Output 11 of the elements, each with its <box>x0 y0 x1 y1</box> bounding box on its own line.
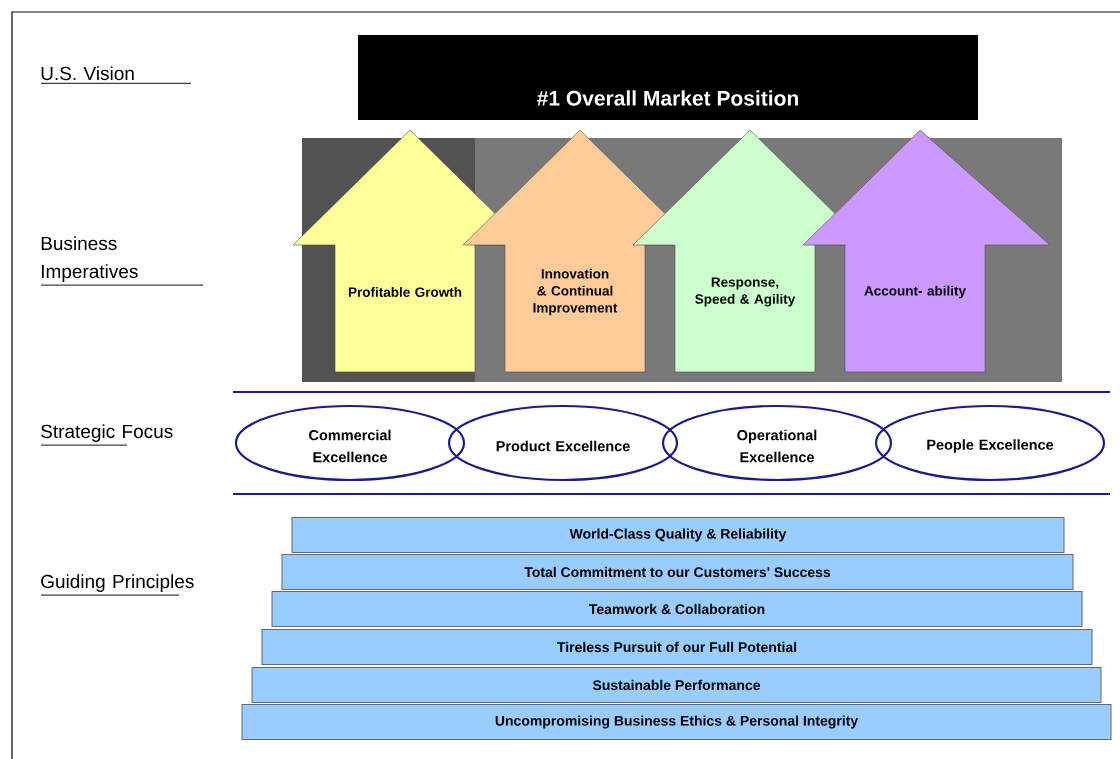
row-label: Strategic Focus <box>41 424 173 442</box>
step-bar: Uncompromising Business Ethics & Personal Integrity <box>241 704 1112 740</box>
step-bar: Sustainable Performance <box>251 667 1102 703</box>
title-box: #1 Overall Market Position <box>358 35 978 120</box>
row-label: Guiding Principles <box>41 574 194 592</box>
row-label: Business Imperatives <box>41 236 138 282</box>
step-bar: World-Class Quality & Reliability <box>291 517 1065 553</box>
step-bar: Tireless Pursuit of our Full Potential <box>261 629 1093 665</box>
step-bar: Teamwork & Collaboration <box>271 591 1083 627</box>
step-bar: Total Commitment to our Customers' Success <box>281 554 1074 590</box>
row-label: U.S. Vision <box>41 66 134 81</box>
